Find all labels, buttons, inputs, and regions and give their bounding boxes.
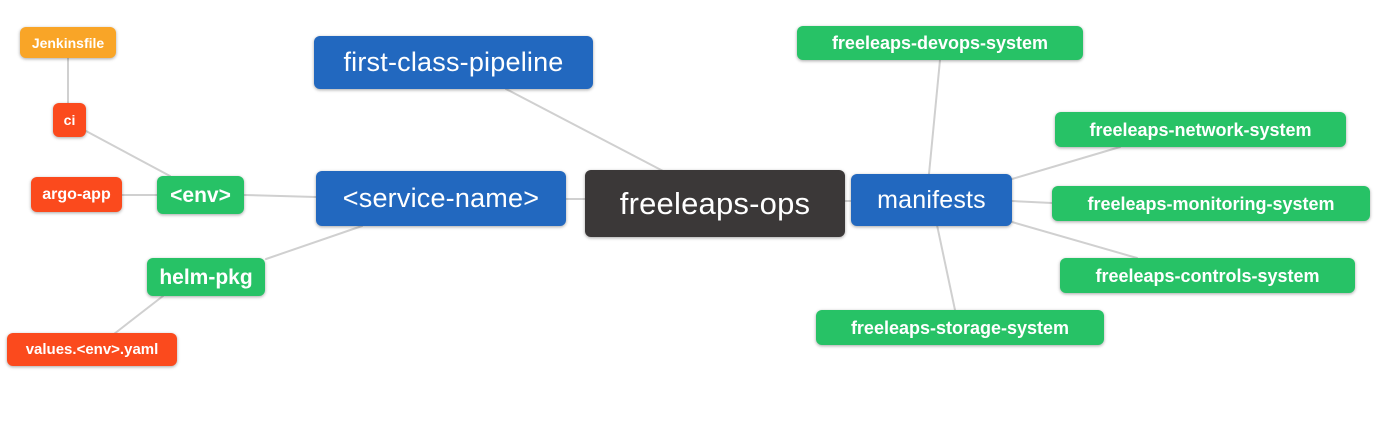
node-devops-system[interactable]: freeleaps-devops-system — [797, 26, 1083, 60]
edge-service-name-to-helm-pkg — [265, 225, 363, 260]
node-values-env-yaml[interactable]: values.<env>.yaml — [7, 333, 177, 366]
edge-manifests-to-network-system — [1011, 146, 1121, 180]
edge-manifests-to-controls-system — [1011, 221, 1138, 259]
edge-manifests-to-monitoring-system — [1011, 200, 1053, 204]
node-manifests[interactable]: manifests — [851, 174, 1012, 226]
node-helm-pkg[interactable]: helm-pkg — [147, 258, 265, 296]
node-controls-system[interactable]: freeleaps-controls-system — [1060, 258, 1355, 293]
edge-manifests-to-devops-system — [928, 59, 941, 175]
edge-first-class-pipeline-to-freeleaps-ops — [505, 88, 664, 172]
node-freeleaps-ops[interactable]: freeleaps-ops — [585, 170, 845, 237]
edge-manifests-to-storage-system — [936, 224, 956, 311]
edge-helm-pkg-to-values-env-yaml — [113, 295, 164, 335]
node-network-system[interactable]: freeleaps-network-system — [1055, 112, 1346, 147]
edge-ci-to-env — [85, 130, 171, 177]
node-jenkinsfile[interactable]: Jenkinsfile — [20, 27, 116, 58]
edge-env-to-service-name — [243, 194, 317, 198]
node-env[interactable]: <env> — [157, 176, 244, 214]
node-ci[interactable]: ci — [53, 103, 86, 137]
node-first-class-pipeline[interactable]: first-class-pipeline — [314, 36, 593, 89]
node-monitoring-system[interactable]: freeleaps-monitoring-system — [1052, 186, 1370, 221]
node-storage-system[interactable]: freeleaps-storage-system — [816, 310, 1104, 345]
node-argo-app[interactable]: argo-app — [31, 177, 122, 212]
node-service-name[interactable]: <service-name> — [316, 171, 566, 226]
